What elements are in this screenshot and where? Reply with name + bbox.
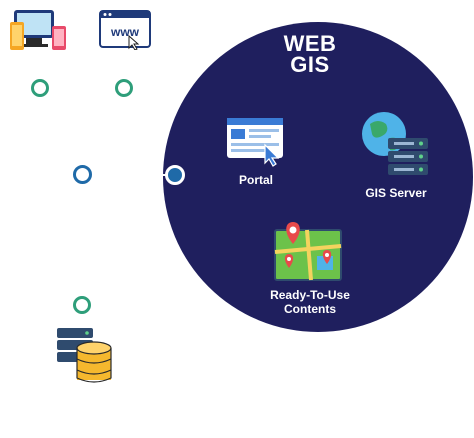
database-server-icon — [57, 328, 112, 383]
ring-marker-devices — [31, 79, 49, 97]
title-line-1: WEB — [283, 31, 337, 56]
diagram-title: WEB GIS — [265, 31, 355, 77]
ring-marker-connector — [165, 165, 185, 185]
contents-label-line-1: Ready-To-Use — [270, 288, 350, 302]
devices-icon — [10, 10, 66, 50]
gis-server-label: GIS Server — [365, 186, 427, 200]
gis-server-icon — [362, 112, 428, 175]
portal-label: Portal — [238, 173, 273, 187]
portal-screen-icon — [227, 118, 283, 167]
ring-marker-center — [73, 165, 92, 184]
ring-marker-database — [73, 296, 91, 314]
ring-marker-browser — [115, 79, 133, 97]
contents-label-line-2: Contents — [284, 302, 336, 316]
contents-label: Ready-To-Use Contents — [263, 288, 357, 316]
svg-text:www: www — [110, 25, 140, 39]
map-icon — [274, 222, 342, 281]
title-line-2: GIS — [290, 52, 330, 77]
browser-www-icon: www — [99, 10, 151, 50]
